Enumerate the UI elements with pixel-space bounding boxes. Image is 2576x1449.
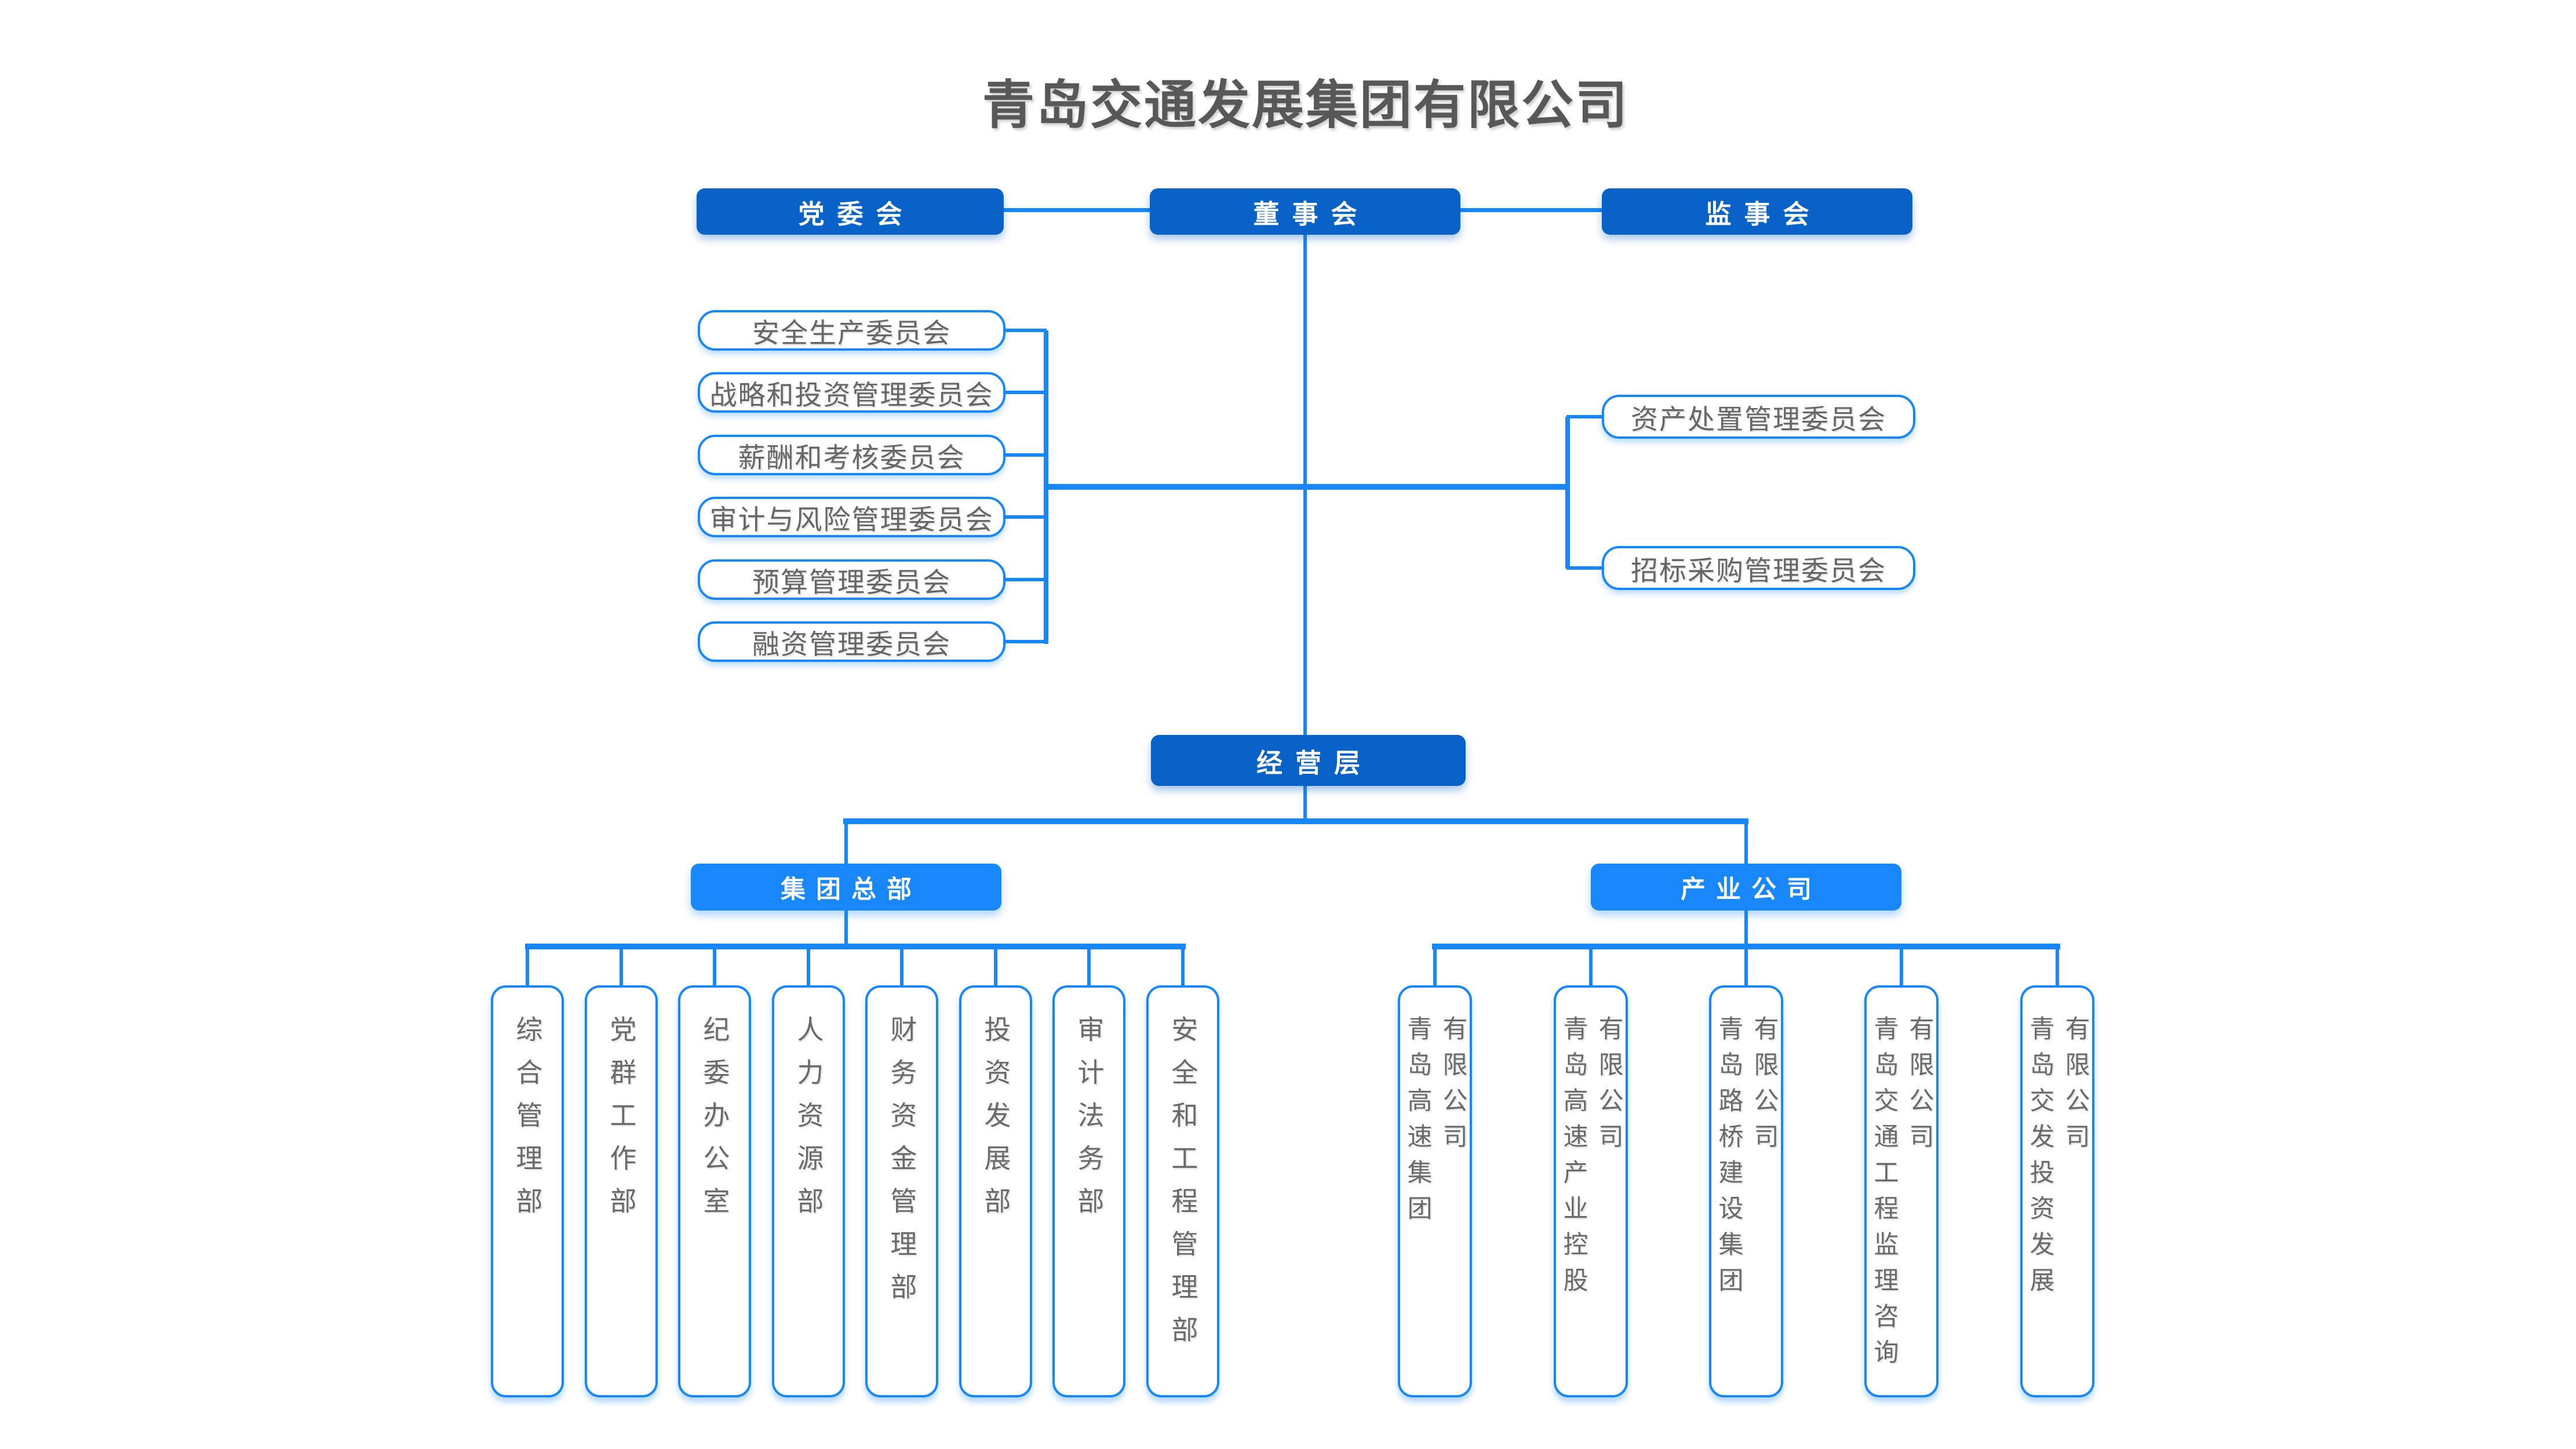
connector-line [1460, 208, 1602, 212]
department-node: 人力资源部 [772, 985, 845, 1397]
department-label: 纪委办公室 [699, 1015, 730, 1230]
committee-node: 审计与风险管理委员会 [698, 497, 1005, 537]
connector-line [1005, 453, 1047, 457]
subsidiary-label: 青岛高速产业控股 有限公司 [1560, 1015, 1623, 1303]
subsidiary-node: 青岛高速产业控股 有限公司 [1554, 985, 1628, 1397]
connector-line [2056, 945, 2059, 986]
department-node: 财务资金管理部 [865, 985, 938, 1397]
connector-line [1566, 566, 1603, 570]
node-supervisory-board: 监事会 [1602, 188, 1912, 235]
connector-line [1566, 415, 1603, 418]
committee-label: 融资管理委员会 [752, 628, 951, 660]
node-management-level: 经营层 [1151, 735, 1466, 786]
connector-line [844, 818, 848, 865]
connector-line [1744, 911, 1748, 948]
committee-label: 薪酬和考核委员会 [738, 442, 965, 473]
connector-line [1303, 786, 1307, 821]
committee-node: 战略和投资管理委员会 [698, 372, 1005, 413]
committee-label: 招标采购管理委员会 [1631, 555, 1886, 586]
committee-node: 招标采购管理委员会 [1602, 546, 1915, 590]
connector-line [1744, 818, 1748, 865]
committee-node: 资产处置管理委员会 [1602, 395, 1915, 439]
department-label: 人力资源部 [793, 1015, 824, 1230]
department-label: 财务资金管理部 [887, 1015, 917, 1316]
department-label: 审计法务部 [1074, 1015, 1105, 1230]
connector-line [1004, 208, 1150, 212]
committee-node: 安全生产委员会 [698, 310, 1005, 351]
connector-line [1744, 945, 1748, 986]
node-board-of-directors: 董事会 [1150, 188, 1460, 235]
node-label: 党委会 [798, 199, 915, 229]
connector-line [1087, 945, 1091, 986]
committee-label: 预算管理委员会 [752, 566, 951, 598]
committee-label: 安全生产委员会 [752, 317, 951, 348]
connector-line [1005, 329, 1047, 332]
connector-line [713, 945, 716, 986]
connector-bus [1044, 330, 1048, 644]
committee-label: 资产处置管理委员会 [1631, 403, 1886, 435]
node-label: 产业公司 [1681, 875, 1822, 904]
connector-line [526, 945, 529, 986]
connector-bus [525, 944, 1186, 949]
node-label: 监事会 [1705, 199, 1822, 229]
subsidiary-node: 青岛交发投资发展 有限公司 [2020, 985, 2094, 1397]
connector-line [1005, 515, 1047, 519]
department-label: 投资发展部 [981, 1015, 1011, 1230]
committee-node: 预算管理委员会 [698, 559, 1005, 600]
department-node: 纪委办公室 [678, 985, 751, 1397]
subsidiary-node: 青岛高速集团 有限公司 [1398, 985, 1472, 1397]
department-label: 安全和工程管理部 [1168, 1015, 1198, 1359]
connector-line [900, 945, 903, 986]
node-party-committee: 党委会 [697, 188, 1004, 235]
node-label: 集团总部 [781, 875, 922, 904]
committee-label: 战略和投资管理委员会 [709, 379, 994, 410]
connector-bus [1565, 417, 1570, 569]
connector-line [1181, 945, 1185, 986]
department-label: 党群工作部 [606, 1015, 637, 1230]
connector-line [807, 945, 810, 986]
connector-line [620, 945, 623, 986]
connector-line [1005, 578, 1047, 581]
department-node: 投资发展部 [959, 985, 1032, 1397]
node-label: 经营层 [1256, 748, 1373, 778]
committee-node: 薪酬和考核委员会 [698, 435, 1005, 475]
subsidiary-label: 青岛交发投资发展 有限公司 [2026, 1015, 2090, 1303]
connector-line [994, 945, 997, 986]
department-node: 安全和工程管理部 [1146, 985, 1219, 1397]
subsidiary-label: 青岛高速集团 有限公司 [1404, 1015, 1467, 1231]
committee-label: 审计与风险管理委员会 [709, 504, 994, 535]
connector-line [844, 911, 848, 948]
connector-line [1005, 391, 1047, 394]
committee-node: 融资管理委员会 [698, 621, 1005, 662]
connector-line [1433, 945, 1437, 986]
subsidiary-label: 青岛交通工程监理咨询 有限公司 [1870, 1015, 1934, 1375]
node-industry-companies: 产业公司 [1591, 864, 1901, 911]
department-node: 综合管理部 [491, 985, 564, 1397]
connector-line [1589, 945, 1593, 986]
connector-line [1900, 945, 1903, 986]
connector-bus [1046, 484, 1570, 490]
connector-line [1005, 640, 1047, 643]
department-node: 党群工作部 [585, 985, 658, 1397]
connector-bus [843, 818, 1748, 824]
node-group-headquarters: 集团总部 [691, 864, 1001, 911]
org-chart-title: 青岛交通发展集团有限公司 [982, 77, 1629, 134]
department-node: 审计法务部 [1052, 985, 1125, 1397]
subsidiary-node: 青岛交通工程监理咨询 有限公司 [1864, 985, 1939, 1397]
department-label: 综合管理部 [512, 1015, 543, 1230]
subsidiary-label: 青岛路桥建设集团 有限公司 [1715, 1015, 1779, 1303]
subsidiary-node: 青岛路桥建设集团 有限公司 [1709, 985, 1783, 1397]
node-label: 董事会 [1253, 199, 1370, 229]
